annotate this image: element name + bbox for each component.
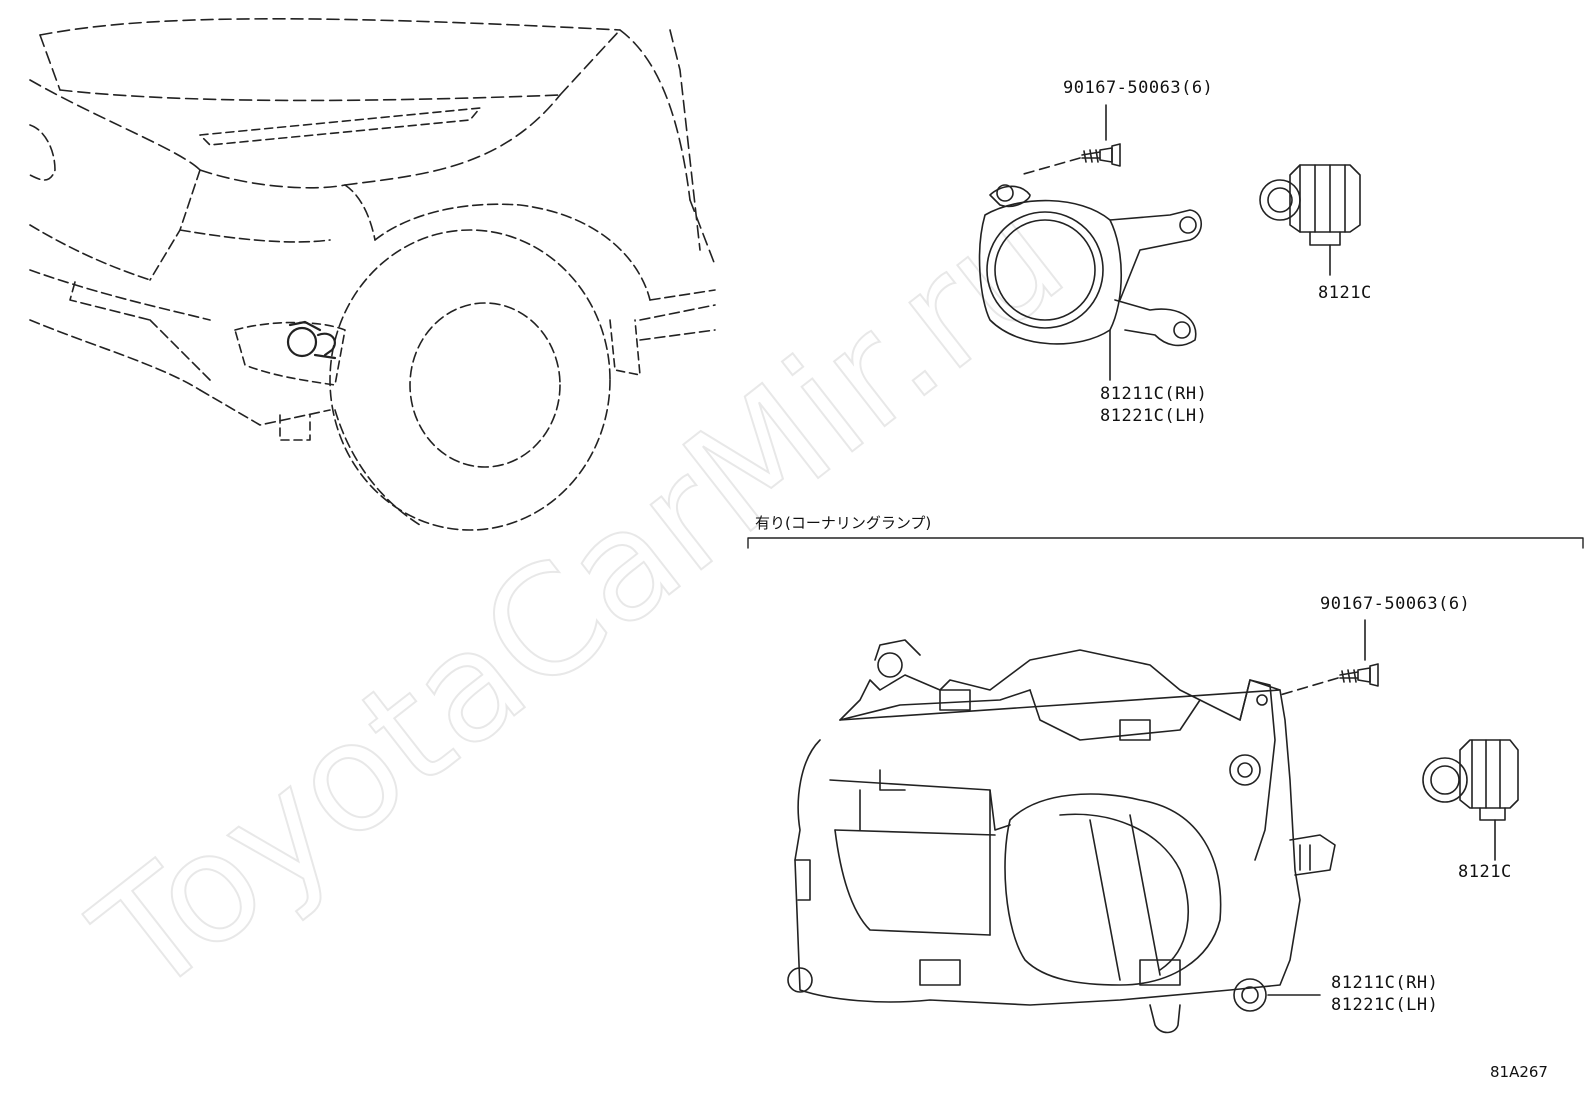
section-title-with-cornering-lamp: 有り(コーナリングランプ): [755, 514, 932, 532]
screw-icon: [1081, 143, 1121, 167]
lower-screw-part-number: 90167-50063(6): [1320, 594, 1471, 614]
lower-lamp-rh-part-number: 81211C(RH): [1331, 973, 1439, 993]
upper-screw-part-number: 90167-50063(6): [1063, 78, 1214, 98]
lower-lamp-lh-part-number: 81221C(LH): [1331, 995, 1439, 1015]
bulb-socket-icon: [1422, 739, 1519, 821]
upper-lamp-lh-part-number: 81221C(LH): [1100, 406, 1208, 426]
screw-icon: [1339, 663, 1379, 687]
fog-lamp-assembly-upper: [978, 104, 1361, 381]
upper-lamp-rh-part-number: 81211C(RH): [1100, 384, 1208, 404]
upper-bulb-part-number: 8121C: [1318, 283, 1372, 303]
vehicle-front-illustration: [29, 18, 716, 531]
diagram-id: 81A267: [1490, 1063, 1548, 1081]
section-bracket: [747, 537, 1584, 549]
bulb-socket-icon: [1259, 164, 1361, 246]
fog-lamp-assembly-lower: [787, 619, 1519, 1034]
fog-lamp-location-marker: [286, 320, 337, 360]
lower-bulb-part-number: 8121C: [1458, 862, 1512, 882]
